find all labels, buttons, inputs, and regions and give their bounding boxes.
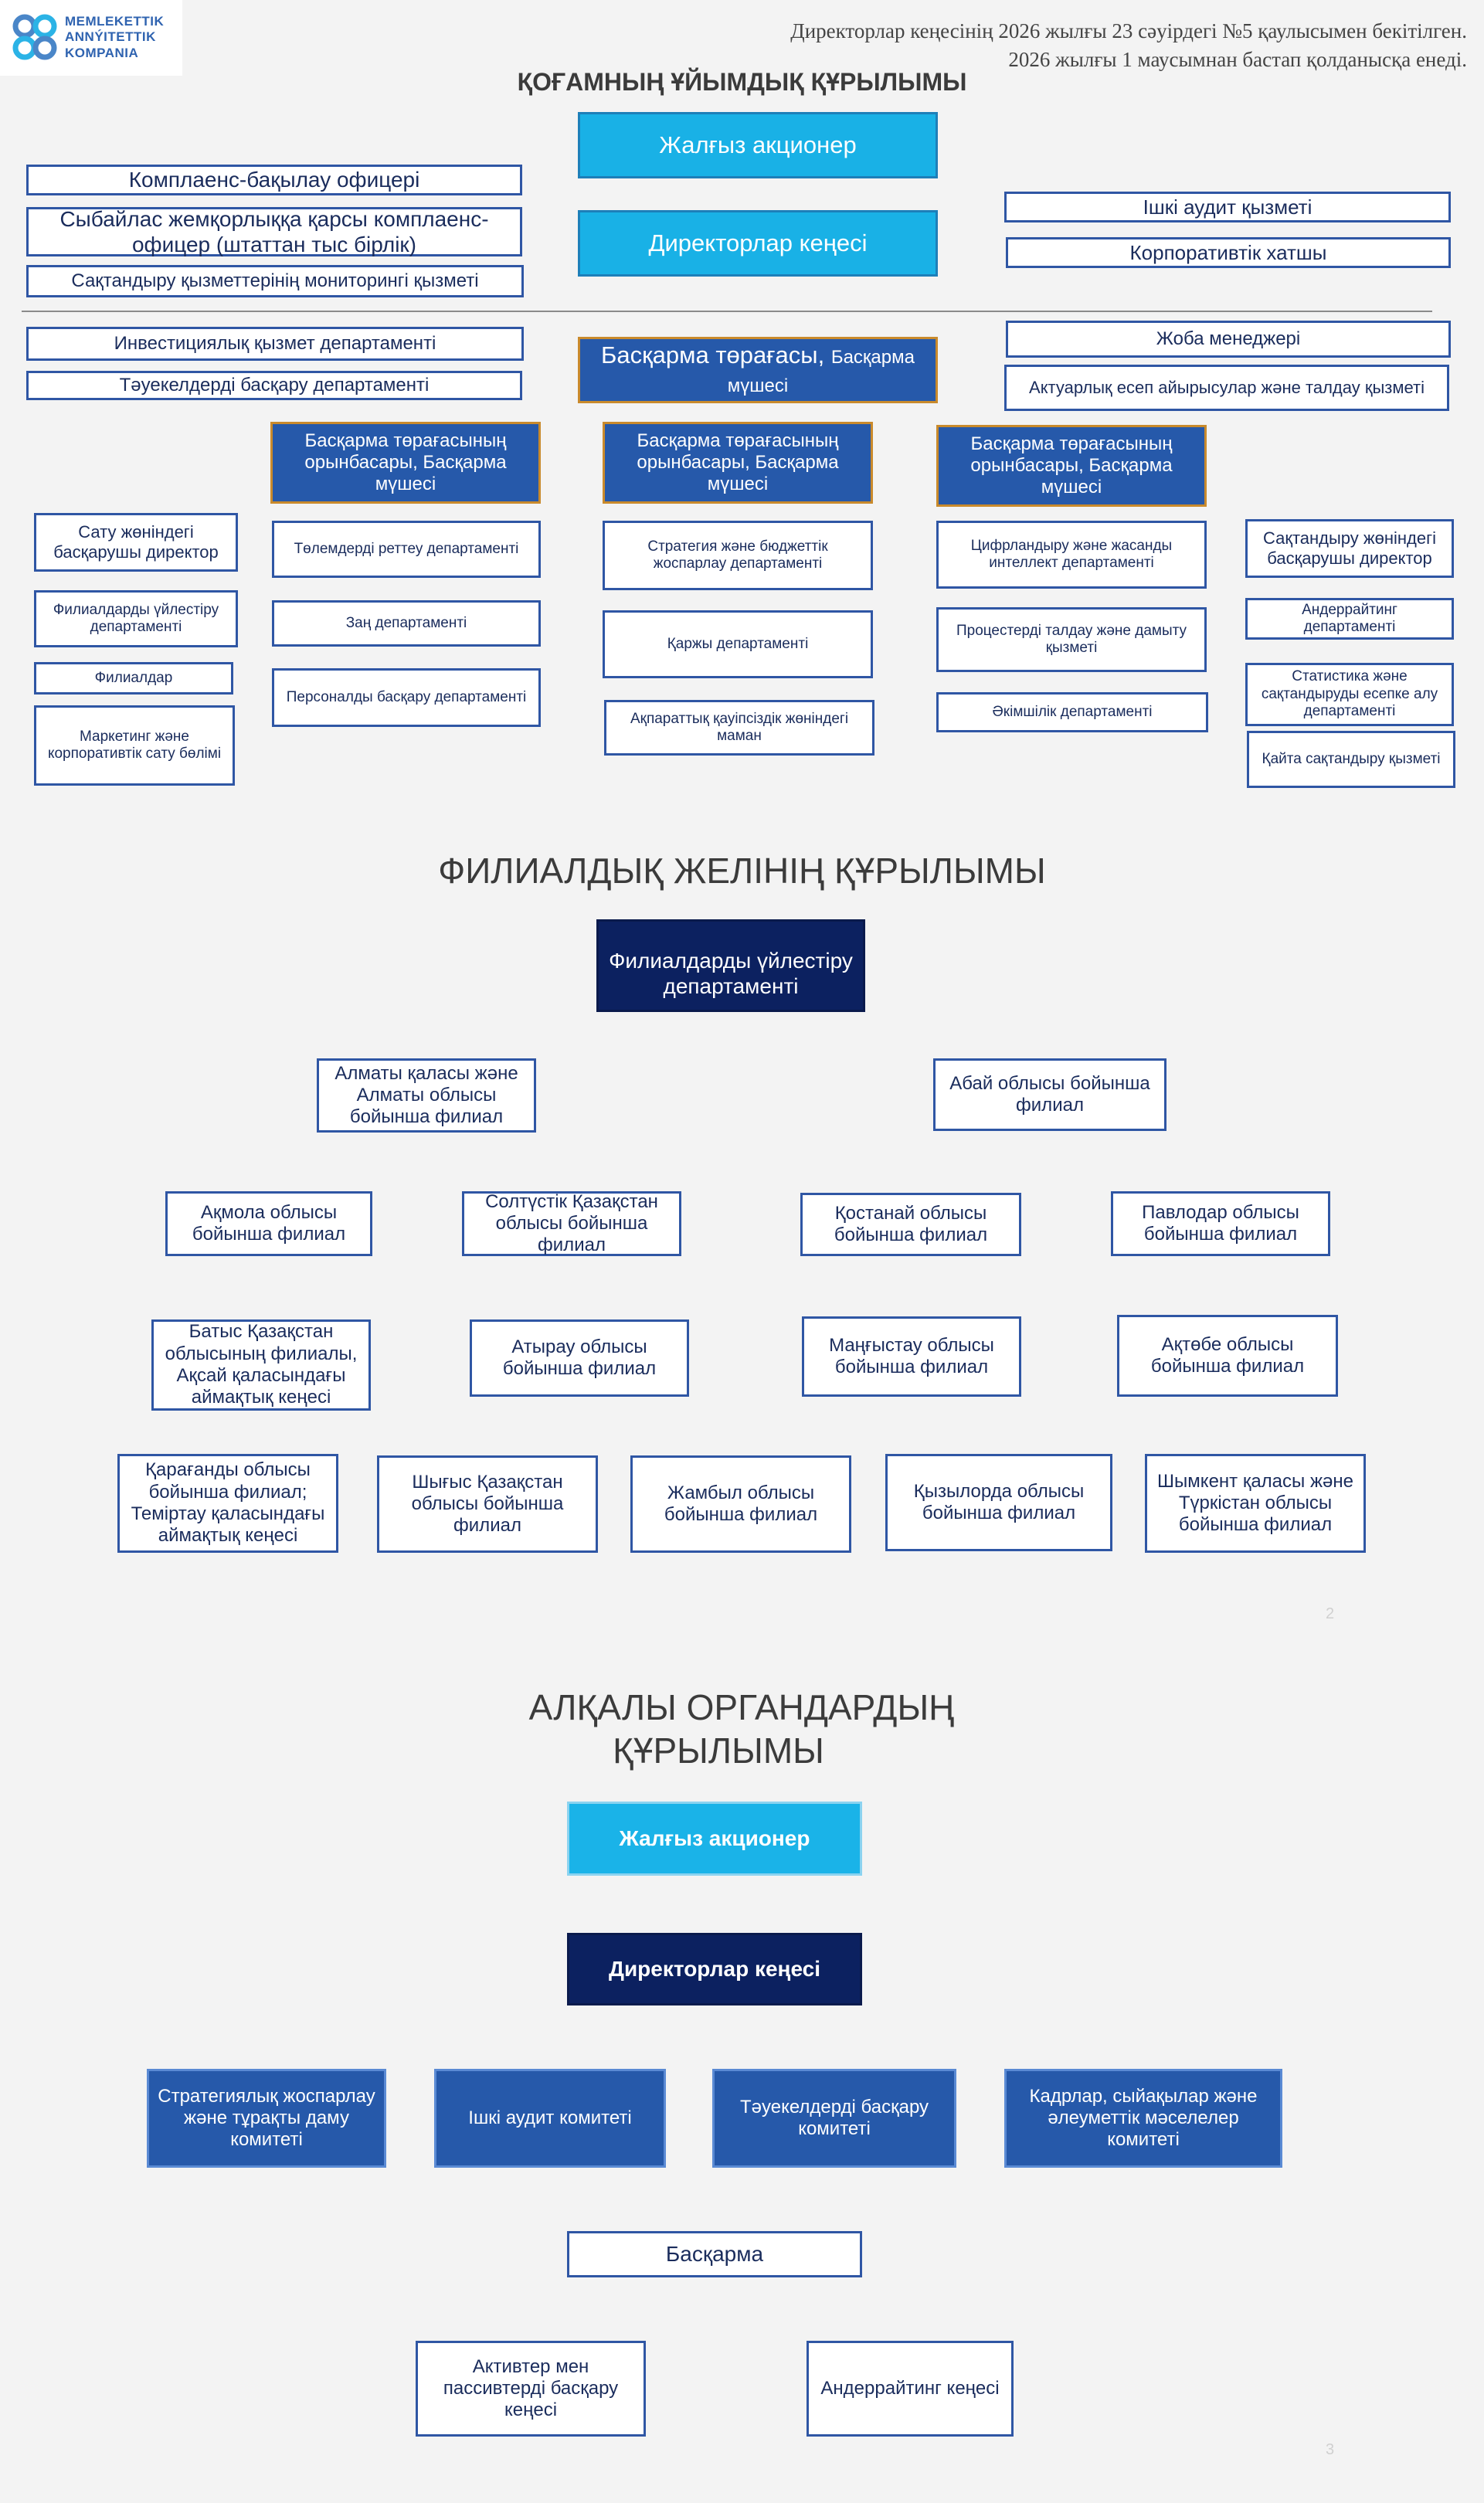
- compliance-officer-box: Комплаенс-бақылау офицері: [26, 165, 522, 195]
- alm-council-box: Активтер мен пассивтерді басқару кеңесі: [416, 2341, 646, 2437]
- risk-committee-box: Тәуекелдерді басқару комитеті: [712, 2069, 956, 2168]
- sales-director-box: Сату жөніндегі басқарушы директор: [34, 513, 238, 572]
- insurance-monitoring-box: Сақтандыру қызметтерінің мониторингі қыз…: [26, 265, 524, 297]
- section-divider: [22, 311, 1432, 312]
- chairman-box: Басқарма төрағасы, Басқарма мүшесі: [578, 337, 938, 403]
- anticorruption-officer-box: Сыбайлас жемқорлыққа қарсы комплаенс-офи…: [26, 207, 522, 256]
- marketing-sales-box: Маркетинг және корпоративтік сату бөлімі: [34, 705, 235, 786]
- branch-aktobe-box: Ақтөбе облысы бойынша филиал: [1117, 1315, 1338, 1397]
- branch-kyzylorda-box: Қызылорда облысы бойынша филиал: [885, 1454, 1112, 1551]
- page-number-2: 2: [1326, 1605, 1335, 1622]
- logo: MEMLEKETTIK ANNÝITETTIK KOMPANIA: [0, 0, 182, 76]
- branch-akmola-box: Ақмола облысы бойынша филиал: [165, 1191, 372, 1256]
- branch-network-title: ФИЛИАЛДЫҚ ЖЕЛІНІҢ ҚҰРЫЛЫМЫ: [438, 851, 1046, 891]
- branch-coordination-box: Филиалдарды үйлестіру департаменті: [34, 590, 238, 647]
- logo-line-2: ANNÝITETTIK: [65, 29, 156, 45]
- branches-box: Филиалдар: [34, 662, 233, 695]
- claims-settlement-box: Төлемдерді реттеу департаменті: [272, 521, 541, 578]
- logo-line-3: KOMPANIA: [65, 45, 139, 60]
- administrative-department-box: Әкімшілік департаменті: [936, 692, 1208, 732]
- page-number-3: 3: [1326, 2441, 1335, 2458]
- logo-mark-icon: [12, 14, 57, 60]
- branch-kostanay-box: Қостанай облысы бойынша филиал: [800, 1193, 1021, 1256]
- corporate-secretary-box: Корпоративтік хатшы: [1006, 237, 1451, 268]
- digitalization-ai-box: Цифрландыру және жасанды интеллект депар…: [936, 521, 1207, 589]
- approval-note-line-1: Директорлар кеңесінің 2026 жылғы 23 сәуі…: [790, 19, 1467, 42]
- underwriting-department-box: Андеррайтинг департаменті: [1245, 598, 1454, 640]
- audit-committee-box: Ішкі аудит комитеті: [434, 2069, 666, 2168]
- management-board-box: Басқарма: [567, 2231, 862, 2277]
- chairman-title: Басқарма төрағасы,: [601, 341, 825, 369]
- legal-department-box: Заң департаменті: [272, 600, 541, 647]
- internal-audit-box: Ішкі аудит қызметі: [1004, 192, 1451, 222]
- process-analysis-box: Процестерді талдау және дамыту қызметі: [936, 607, 1207, 672]
- branch-east-kazakhstan-box: Шығыс Қазақстан облысы бойынша филиал: [377, 1455, 598, 1553]
- logo-line-1: MEMLEKETTIK: [65, 14, 165, 29]
- approval-note-line-2: 2026 жылғы 1 маусымнан бастап қолданысқа…: [1008, 48, 1467, 72]
- branch-shymkent-box: Шымкент қаласы және Түркістан облысы бой…: [1145, 1454, 1366, 1553]
- statistics-accounting-box: Статистика және сақтандыруды есепке алу …: [1245, 663, 1454, 726]
- project-manager-box: Жоба менеджері: [1006, 321, 1451, 358]
- branch-mangystau-box: Маңғыстау облысы бойынша филиал: [802, 1316, 1021, 1397]
- underwriting-council-box: Андеррайтинг кеңесі: [807, 2341, 1014, 2437]
- hr-department-box: Персоналды басқару департаменті: [272, 668, 541, 727]
- sole-shareholder-box: Жалғыз акционер: [578, 112, 938, 178]
- deputy-chairman-box-1: Басқарма төрағасының орынбасары, Басқарм…: [270, 422, 541, 504]
- infosec-specialist-box: Ақпараттық қауіпсіздік жөніндегі маман: [604, 700, 874, 756]
- investment-department-box: Инвестициялық қызмет департаменті: [26, 327, 524, 361]
- collegial-bodies-title: АЛҚАЛЫ ОРГАНДАРДЫҢ ҚҰРЫЛЫМЫ: [433, 1686, 1051, 1772]
- branch-atyrau-box: Атырау облысы бойынша филиал: [470, 1319, 689, 1397]
- collegial-board-box: Директорлар кеңесі: [567, 1933, 862, 2005]
- collegial-bodies-title-line-1: АЛҚАЛЫ ОРГАНДАРДЫҢ: [528, 1687, 955, 1727]
- branch-west-kazakhstan-box: Батыс Қазақстан облысының филиалы, Ақсай…: [151, 1319, 371, 1411]
- insurance-director-box: Сақтандыру жөніндегі басқарушы директор: [1245, 519, 1454, 578]
- branch-zhambyl-box: Жамбыл облысы бойынша филиал: [630, 1455, 851, 1553]
- reinsurance-service-box: Қайта сақтандыру қызметі: [1247, 731, 1455, 788]
- deputy-chairman-box-2: Басқарма төрағасының орынбасары, Басқарм…: [603, 422, 873, 504]
- risk-management-department-box: Тәуекелдерді басқару департаменті: [26, 371, 522, 400]
- branch-pavlodar-box: Павлодар облысы бойынша филиал: [1111, 1191, 1330, 1256]
- chairman-subtitle-inline: Басқарма мүшесі: [727, 347, 915, 396]
- branch-almaty-box: Алматы қаласы және Алматы облысы бойынша…: [317, 1058, 536, 1133]
- hr-committee-box: Кадрлар, сыйақылар және әлеуметтік мәсел…: [1004, 2069, 1282, 2168]
- board-of-directors-box: Директорлар кеңесі: [578, 210, 938, 277]
- approval-note: Директорлар кеңесінің 2026 жылғы 23 сәуі…: [790, 17, 1467, 75]
- branch-coordination-head-box: Филиалдарды үйлестіру департаменті: [596, 919, 865, 1012]
- deputy-chairman-box-3: Басқарма төрағасының орынбасары, Басқарм…: [936, 425, 1207, 507]
- actuarial-service-box: Актуарлық есеп айырысулар және талдау қы…: [1004, 365, 1449, 411]
- collegial-sole-shareholder-box: Жалғыз акционер: [567, 1802, 862, 1876]
- collegial-bodies-title-line-2: ҚҰРЫЛЫМЫ: [613, 1730, 824, 1771]
- branch-karaganda-box: Қарағанды облысы бойынша филиал; Темірта…: [117, 1454, 338, 1553]
- org-structure-title: ҚОҒАМНЫҢ ҰЙЫМДЫҚ ҚҰРЫЛЫМЫ: [517, 68, 967, 96]
- finance-department-box: Қаржы департаменті: [603, 610, 873, 678]
- strategy-committee-box: Стратегиялық жоспарлау және тұрақты даму…: [147, 2069, 386, 2168]
- strategy-budget-box: Стратегия және бюджеттік жоспарлау депар…: [603, 521, 873, 590]
- branch-abai-box: Абай облысы бойынша филиал: [933, 1058, 1166, 1131]
- branch-north-kazakhstan-box: Солтүстік Қазақстан облысы бойынша филиа…: [462, 1191, 681, 1256]
